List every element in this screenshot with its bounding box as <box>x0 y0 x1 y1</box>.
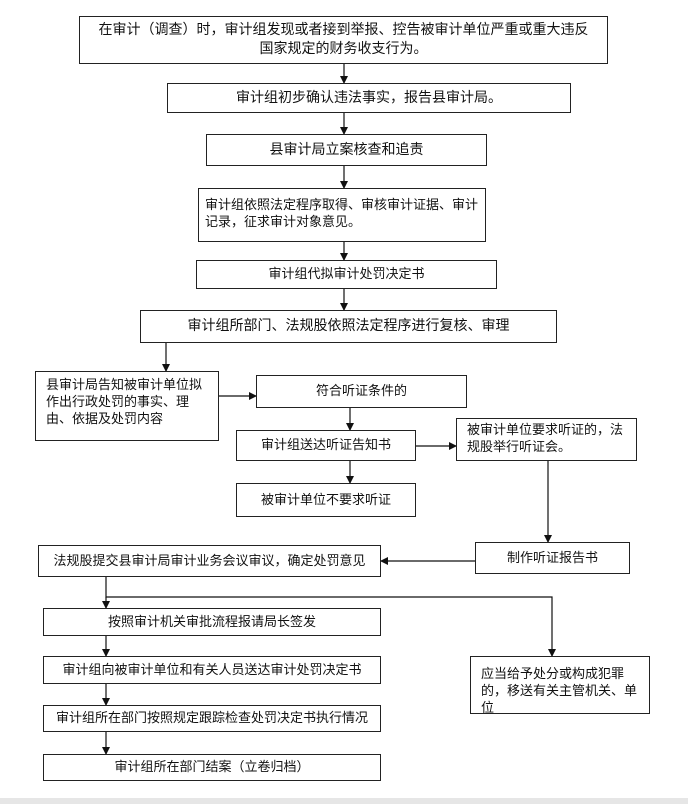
step-hearing-notice: 审计组送达听证告知书 <box>236 430 416 461</box>
step-case-filing: 县审计局立案核查和追责 <box>206 134 487 166</box>
step-track-execution-text: 审计组所在部门按照规定跟踪检查处罚决定书执行情况 <box>55 711 368 726</box>
step-draft-decision-text: 审计组代拟审计处罚决定书 <box>268 267 425 282</box>
step-hearing-notice-text: 审计组送达听证告知书 <box>260 438 391 453</box>
step-case-filing-text: 县审计局立案核查和追责 <box>269 141 424 158</box>
step-hearing-report: 制作听证报告书 <box>475 542 630 574</box>
step-transfer-text: 应当给予处分或构成犯罪的，移送有关主管机关、单位 <box>481 667 638 716</box>
step-no-hearing-text: 被审计单位不要求听证 <box>260 492 391 508</box>
step-hearing-conditions: 符合听证条件的 <box>256 375 467 408</box>
step-director-sign-text: 按照审计机关审批流程报请局长签发 <box>107 614 316 630</box>
bottom-border <box>0 798 688 804</box>
step-deliver-decision-text: 审计组向被审计单位和有关人员送达审计处罚决定书 <box>62 662 362 678</box>
step-track-execution: 审计组所在部门按照规定跟踪检查处罚决定书执行情况 <box>43 705 381 732</box>
arrow-committee-to-transfer <box>105 577 556 657</box>
step-discover-text: 在审计（调查）时，审计组发现或者接到举报、控告被审计单位严重或重大违反国家规定的… <box>98 22 589 57</box>
step-transfer: 应当给予处分或构成犯罪的，移送有关主管机关、单位 <box>470 656 650 716</box>
step-request-hearing: 被审计单位要求听证的，法规股举行听证会。 <box>456 418 637 461</box>
step-review: 审计组所部门、法规股依照法定程序进行复核、审理 <box>140 310 557 343</box>
step-deliver-decision: 审计组向被审计单位和有关人员送达审计处罚决定书 <box>43 656 381 684</box>
step-close-case: 审计组所在部门结案（立卷归档） <box>43 754 381 781</box>
step-director-sign: 按照审计机关审批流程报请局长签发 <box>43 608 381 636</box>
step-hearing-report-text: 制作听证报告书 <box>506 550 598 566</box>
step-committee-review: 法规股提交县审计局审计业务会议审议，确定处罚意见 <box>38 545 381 577</box>
step-hearing-conditions-text: 符合听证条件的 <box>315 384 407 399</box>
step-draft-decision: 审计组代拟审计处罚决定书 <box>196 260 497 289</box>
step-no-hearing: 被审计单位不要求听证 <box>236 483 416 517</box>
step-request-hearing-text: 被审计单位要求听证的，法规股举行听证会。 <box>467 423 624 455</box>
step-close-case-text: 审计组所在部门结案（立卷归档） <box>114 760 310 775</box>
step-evidence-text: 审计组依照法定程序取得、审核审计证据、审计记录，征求审计对象意见。 <box>205 198 479 230</box>
step-review-text: 审计组所部门、法规股依照法定程序进行复核、审理 <box>187 318 510 334</box>
step-confirm-report-text: 审计组初步确认违法事实，报告县审计局。 <box>236 89 502 106</box>
step-notify: 县审计局告知被审计单位拟作出行政处罚的事实、理由、依据及处罚内容 <box>35 371 219 441</box>
step-committee-review-text: 法规股提交县审计局审计业务会议审议，确定处罚意见 <box>53 553 366 569</box>
step-confirm-report: 审计组初步确认违法事实，报告县审计局。 <box>167 83 571 113</box>
step-notify-text: 县审计局告知被审计单位拟作出行政处罚的事实、理由、依据及处罚内容 <box>46 378 203 427</box>
step-evidence: 审计组依照法定程序取得、审核审计证据、审计记录，征求审计对象意见。 <box>198 188 486 242</box>
step-discover: 在审计（调查）时，审计组发现或者接到举报、控告被审计单位严重或重大违反国家规定的… <box>79 16 608 64</box>
